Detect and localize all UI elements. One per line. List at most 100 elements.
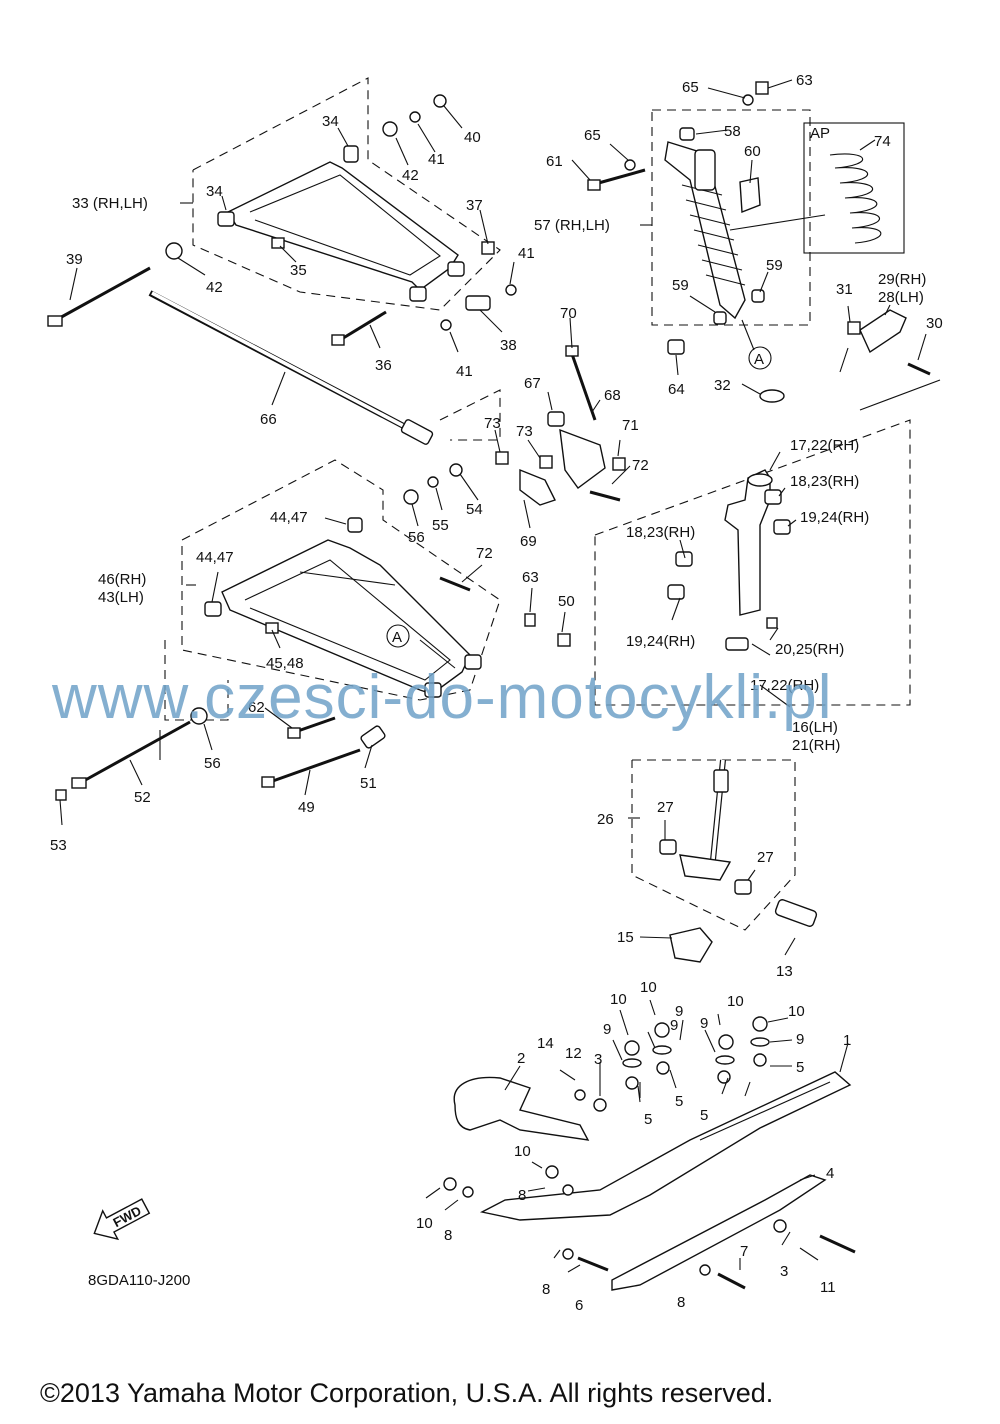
part-label: 27 bbox=[657, 799, 674, 816]
callout-a-upper-label: A bbox=[754, 351, 764, 368]
part-label: 41 bbox=[428, 151, 445, 168]
part-label: 20,25(RH) bbox=[775, 641, 844, 658]
part-label: 69 bbox=[520, 533, 537, 550]
part-label: 10 bbox=[727, 993, 744, 1010]
spindle bbox=[667, 309, 931, 871]
part-label: 63 bbox=[522, 569, 539, 586]
part-label: 19,24(RH) bbox=[800, 509, 869, 526]
part-label: 42 bbox=[206, 279, 223, 296]
part-label: 8 bbox=[444, 1227, 452, 1244]
part-label: 5 bbox=[675, 1093, 683, 1110]
part-label: 68 bbox=[604, 387, 621, 404]
fwd-label: FWD bbox=[110, 1203, 143, 1230]
part-label: 15 bbox=[617, 929, 634, 946]
callout-a-upper: A bbox=[748, 346, 772, 370]
part-label: 56 bbox=[204, 755, 221, 772]
part-label: 36 bbox=[375, 357, 392, 374]
part-label: 29(RH) bbox=[878, 271, 926, 288]
part-label: 10 bbox=[416, 1215, 433, 1232]
part-label: 18,23(RH) bbox=[790, 473, 859, 490]
part-label: 9 bbox=[675, 1003, 683, 1020]
part-label: 12 bbox=[565, 1045, 582, 1062]
part-label: 10 bbox=[788, 1003, 805, 1020]
part-label: 8 bbox=[677, 1294, 685, 1311]
part-labels: 1 2 3 3 4 5 5 5 5 6 7 8 8 8 8 9 9 9 9 9 … bbox=[50, 72, 943, 1314]
part-label: 51 bbox=[360, 775, 377, 792]
part-label: 10 bbox=[640, 979, 657, 996]
part-label: 8 bbox=[542, 1281, 550, 1298]
part-label: 13 bbox=[776, 963, 793, 980]
part-label: 14 bbox=[537, 1035, 554, 1052]
part-label: 1 bbox=[843, 1032, 851, 1049]
part-label: 72 bbox=[632, 457, 649, 474]
part-label: 5 bbox=[644, 1111, 652, 1128]
part-label: 49 bbox=[298, 799, 315, 816]
part-label: 32 bbox=[714, 377, 731, 394]
part-label: 55 bbox=[432, 517, 449, 534]
part-label: 9 bbox=[796, 1031, 804, 1048]
part-label: 9 bbox=[700, 1015, 708, 1032]
part-label: 3 bbox=[594, 1051, 602, 1068]
callout-a-lower: A bbox=[386, 624, 410, 648]
part-label: 9 bbox=[670, 1017, 678, 1034]
copyright-notice: ©2013 Yamaha Motor Corporation, U.S.A. A… bbox=[40, 1378, 774, 1408]
part-label: 2 bbox=[517, 1050, 525, 1067]
part-label: 52 bbox=[134, 789, 151, 806]
part-label: 71 bbox=[622, 417, 639, 434]
part-label: 41 bbox=[518, 245, 535, 262]
part-label: 59 bbox=[766, 257, 783, 274]
leader-lines bbox=[59, 79, 927, 1273]
part-label: 45,48 bbox=[266, 655, 304, 672]
part-label: 59 bbox=[672, 277, 689, 294]
part-label: 41 bbox=[456, 363, 473, 380]
part-label: 70 bbox=[560, 305, 577, 322]
part-label: 65 bbox=[584, 127, 601, 144]
part-label: 43(LH) bbox=[98, 589, 144, 606]
part-label: 10 bbox=[610, 991, 627, 1008]
watermark-text: www.czesci-do-motocykli.pl bbox=[52, 663, 833, 732]
part-label: 44,47 bbox=[196, 549, 234, 566]
shock-absorber bbox=[587, 81, 769, 355]
part-label: 34 bbox=[206, 183, 223, 200]
part-label: 67 bbox=[524, 375, 541, 392]
upper-a-arm bbox=[47, 94, 517, 346]
part-label: 38 bbox=[500, 337, 517, 354]
part-label: 60 bbox=[744, 143, 761, 160]
stabilizer-bracket bbox=[495, 345, 626, 506]
part-label: 34 bbox=[322, 113, 339, 130]
part-label: 56 bbox=[408, 529, 425, 546]
part-label: 3 bbox=[780, 1263, 788, 1280]
part-label: 7 bbox=[740, 1243, 748, 1260]
part-label: 6 bbox=[575, 1297, 583, 1314]
part-label: 39 bbox=[66, 251, 83, 268]
part-label: 8 bbox=[518, 1187, 526, 1204]
lower-a-arm bbox=[55, 463, 571, 801]
part-label: 21(RH) bbox=[792, 737, 840, 754]
part-label: 46(RH) bbox=[98, 571, 146, 588]
part-label: 5 bbox=[796, 1059, 804, 1076]
part-label: 66 bbox=[260, 411, 277, 428]
part-label: 26 bbox=[597, 811, 614, 828]
part-label: 11 bbox=[820, 1279, 836, 1296]
part-label: 37 bbox=[466, 197, 483, 214]
part-label: 53 bbox=[50, 837, 67, 854]
part-label: 65 bbox=[682, 79, 699, 96]
part-label: 28(LH) bbox=[878, 289, 924, 306]
part-label: 58 bbox=[724, 123, 741, 140]
part-label: 9 bbox=[603, 1021, 611, 1038]
part-label: 16(LH) bbox=[792, 719, 838, 736]
part-label: 31 bbox=[836, 281, 853, 298]
part-label: 42 bbox=[402, 167, 419, 184]
part-label: 74 bbox=[874, 133, 891, 150]
part-label: 18,23(RH) bbox=[626, 524, 695, 541]
part-label: 63 bbox=[796, 72, 813, 89]
part-label: 17,22(RH) bbox=[750, 677, 819, 694]
part-label: 33 (RH,LH) bbox=[72, 195, 148, 212]
spring-inset bbox=[829, 153, 882, 244]
part-label: 62 bbox=[248, 699, 265, 716]
part-label: 4 bbox=[826, 1165, 834, 1182]
part-label: 30 bbox=[926, 315, 943, 332]
part-label: 40 bbox=[464, 129, 481, 146]
part-label: 27 bbox=[757, 849, 774, 866]
